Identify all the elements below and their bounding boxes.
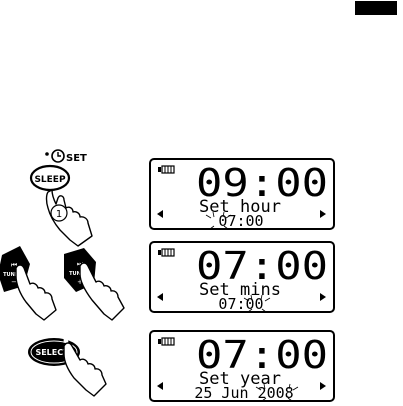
display-line-2: 07:00 — [218, 212, 263, 230]
clock-time: 09:00 — [196, 161, 328, 205]
lcd-display-2: 07:00 Set mins 07:00 — [149, 241, 335, 313]
dot-indicator — [45, 152, 49, 156]
step-2-control: ⏮ TUNING − ⏭ TUNING + — [0, 246, 125, 321]
flash-indicator — [243, 294, 271, 313]
display-line-1: Set year — [199, 369, 281, 389]
step-3-control: ■ SELECT — [28, 337, 107, 397]
display-line-2: 25 Jun 2008 — [194, 384, 293, 402]
lcd-display-1: 09:00 Set hour 07:00 — [149, 158, 335, 230]
hand-icon: 1 — [45, 189, 93, 247]
speaker-icon — [158, 337, 175, 346]
speaker-icon — [158, 248, 175, 257]
hand-icon — [79, 262, 125, 321]
plus-sign: + — [77, 278, 83, 286]
minus-sign: − — [11, 278, 17, 286]
flash-indicator — [255, 383, 299, 402]
right-arrow-icon — [320, 210, 326, 218]
clock-icon — [51, 149, 65, 163]
select-button-label: SELECT — [35, 348, 69, 357]
stop-icon: ■ — [63, 337, 69, 344]
flash-indicator — [205, 211, 232, 230]
left-arrow-icon — [157, 382, 163, 390]
page-tab-marker — [355, 1, 397, 15]
clock-time: 07:00 — [196, 333, 328, 377]
hand-icon — [63, 342, 107, 397]
display-line-1: Set mins — [199, 280, 281, 300]
lcd-display-3: 07:00 Set year 25 Jun 2008 — [149, 330, 335, 402]
speaker-icon — [158, 165, 175, 174]
skip-forward-icon: ⏭ — [77, 260, 84, 268]
clock-time: 07:00 — [196, 244, 328, 288]
left-arrow-icon — [157, 210, 163, 218]
hand-icon — [15, 264, 57, 321]
tuning-down-label: TUNING — [3, 272, 25, 278]
set-label: SET — [66, 153, 87, 164]
left-arrow-icon — [157, 293, 163, 301]
skip-back-icon: ⏮ — [11, 261, 17, 269]
step-1-control: SET SLEEP 1 — [29, 149, 93, 247]
button-number: 1 — [56, 209, 62, 220]
right-arrow-icon — [320, 293, 326, 301]
sleep-button-label: SLEEP — [34, 175, 66, 185]
right-arrow-icon — [320, 382, 326, 390]
display-line-2: 07:00 — [218, 295, 263, 313]
display-line-1: Set hour — [199, 197, 281, 217]
sleep-button[interactable]: SLEEP — [29, 164, 71, 192]
